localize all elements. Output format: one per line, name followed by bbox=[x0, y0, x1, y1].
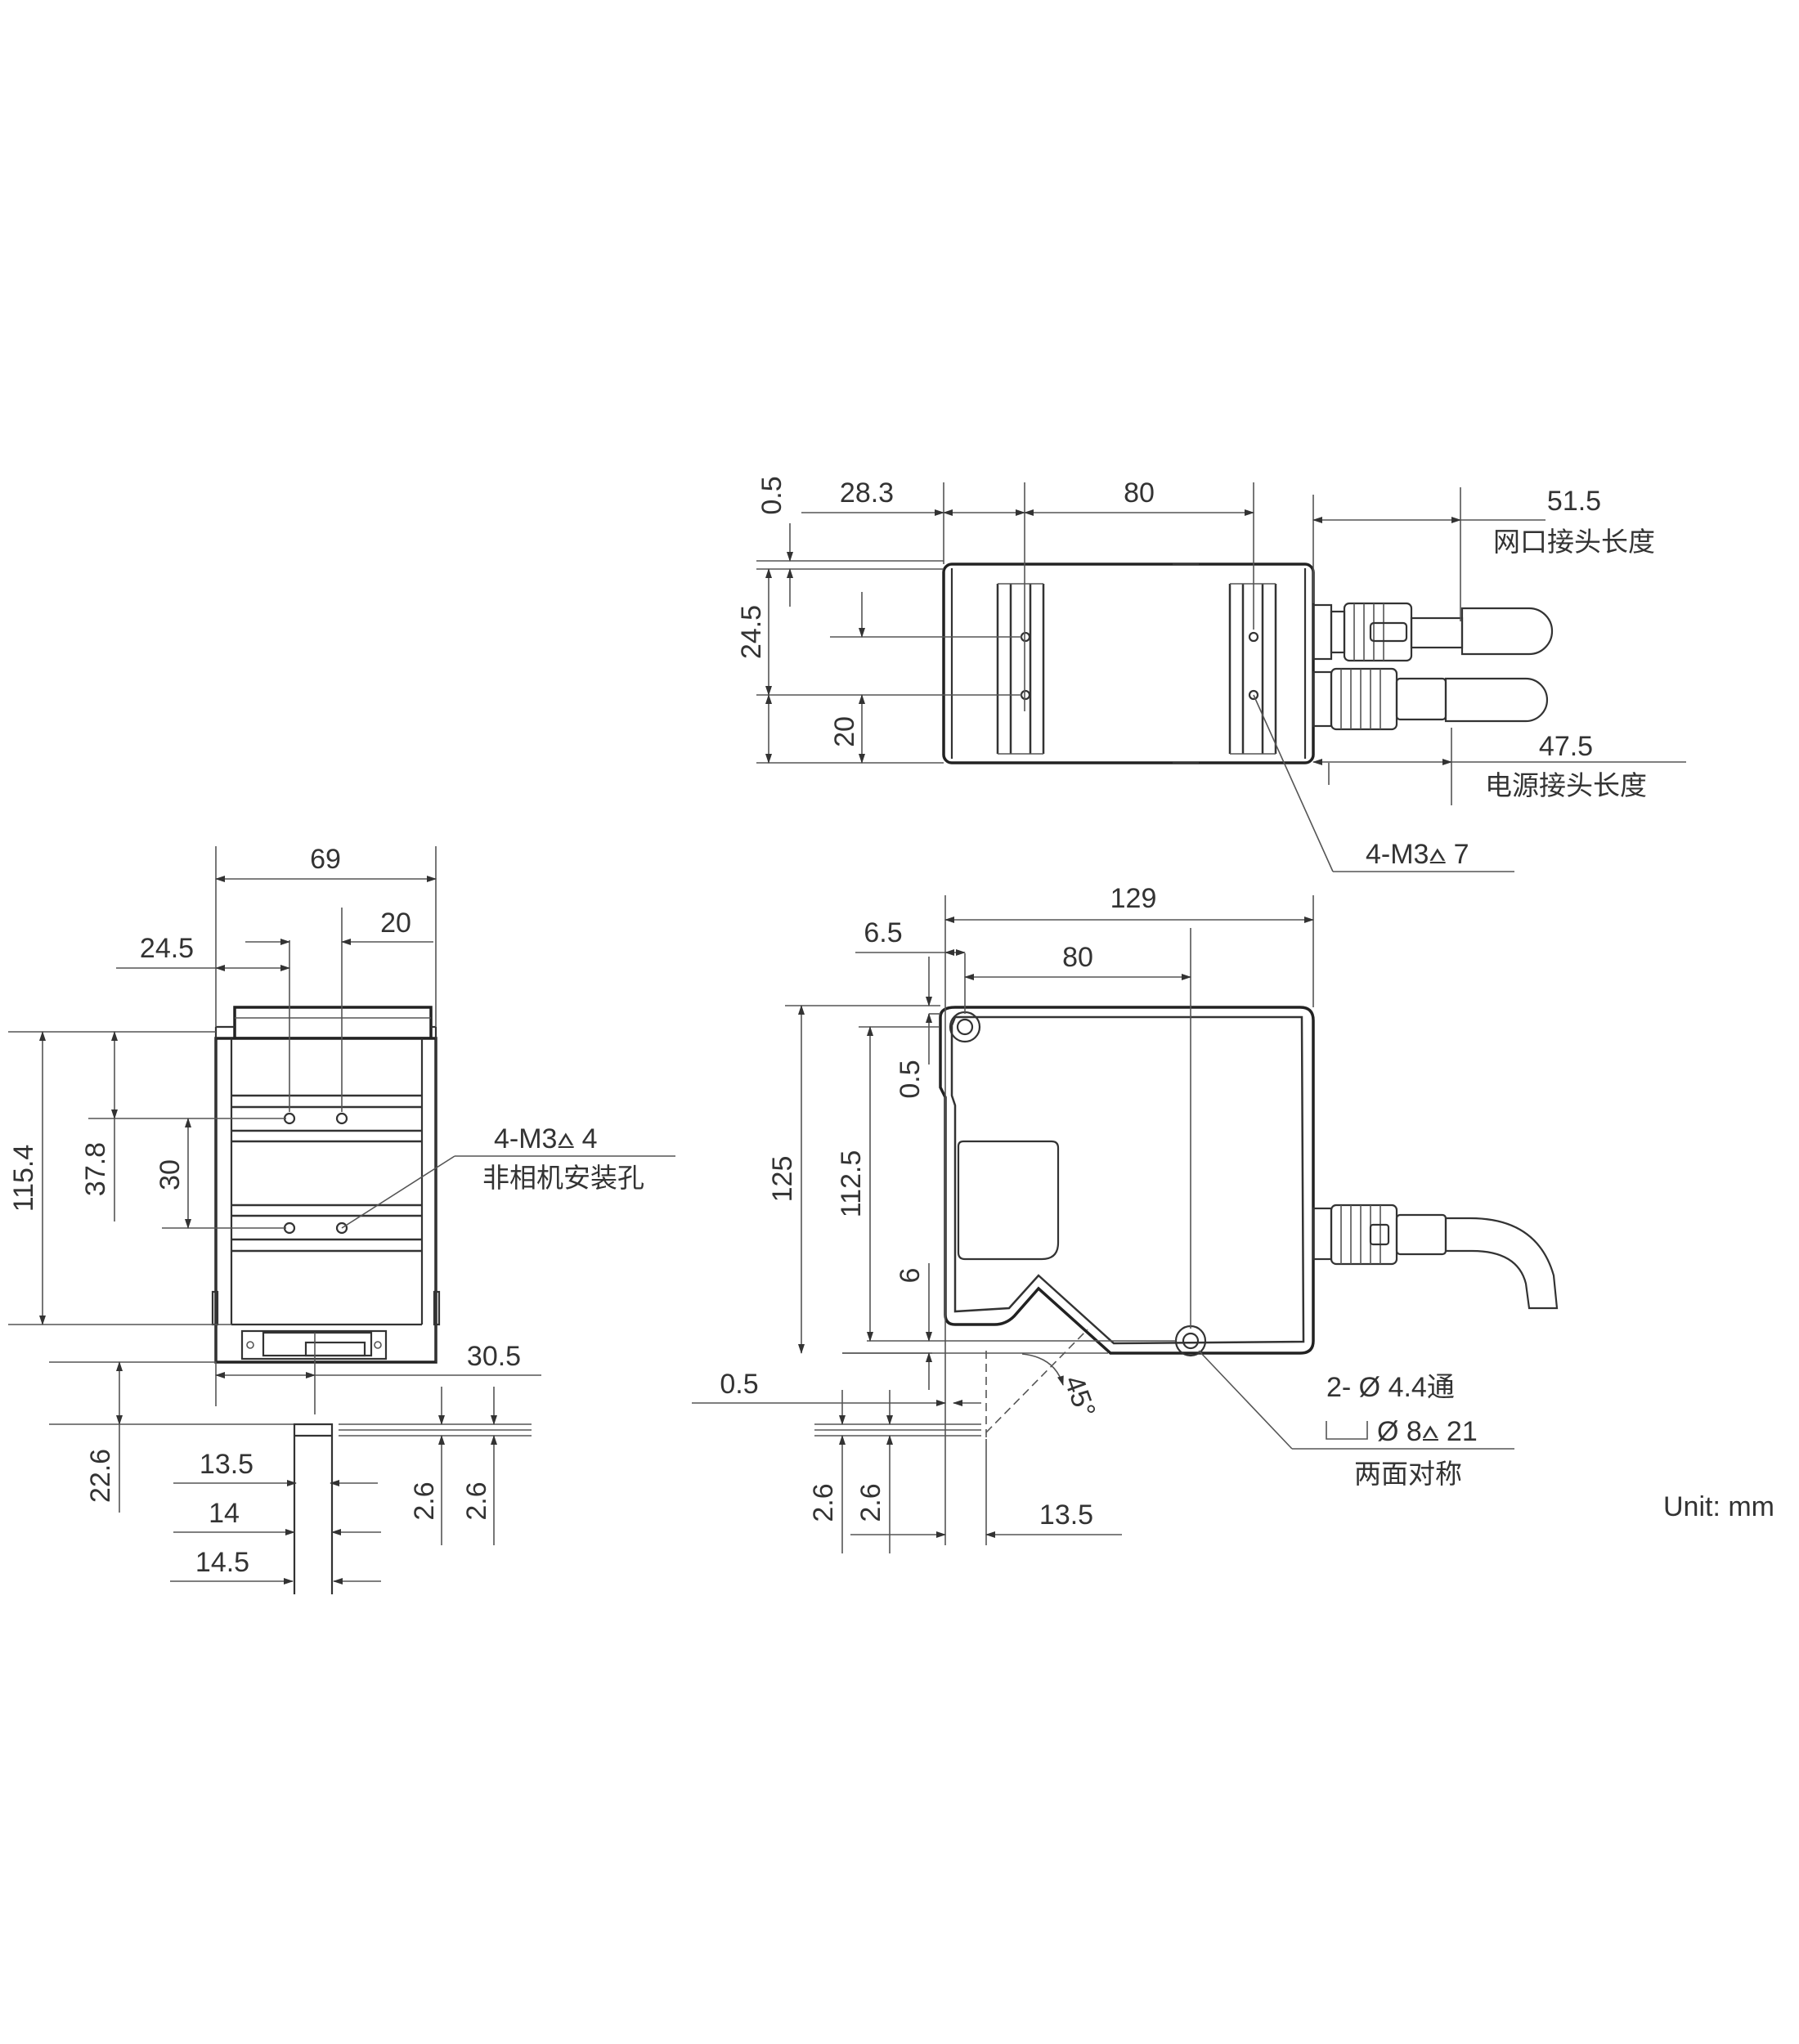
slot-detail bbox=[293, 1423, 532, 1594]
dim-20-side: 20 bbox=[380, 908, 411, 939]
dim-0-5-front-bottom: 0.5 bbox=[720, 1369, 758, 1400]
side-view-body bbox=[214, 1037, 437, 1364]
side-view: 69 20 24.5 115.4 37.8 30 4-M3⩟ 4 非相机安装孔 … bbox=[8, 844, 675, 1594]
top-view-body bbox=[942, 563, 1315, 764]
front-view-body bbox=[939, 1006, 1315, 1355]
dim-30: 30 bbox=[155, 1159, 186, 1190]
label-hole-spec-top: 4-M3⩟ 7 bbox=[1366, 839, 1469, 870]
power-connector bbox=[1312, 667, 1549, 731]
dim-0-5-front-top: 0.5 bbox=[895, 1060, 926, 1098]
dim-80-top: 80 bbox=[1124, 477, 1155, 509]
label-ethernet-length: 网口接头长度 bbox=[1493, 526, 1655, 558]
dim-2-6-side-b: 2.6 bbox=[461, 1481, 492, 1520]
dim-24-5-top: 24.5 bbox=[736, 605, 767, 659]
mount-hole bbox=[1248, 631, 1259, 643]
mount-hole bbox=[335, 1221, 348, 1235]
dim-69: 69 bbox=[310, 844, 341, 875]
top-view: 28.3 80 51.5 网口接头长度 47.5 电源接头长度 0.5 24.5… bbox=[736, 476, 1686, 872]
dim-47-5: 47.5 bbox=[1539, 731, 1593, 762]
dim-51-5: 51.5 bbox=[1547, 486, 1601, 517]
dim-13-5-side: 13.5 bbox=[200, 1449, 253, 1480]
front-view: 129 6.5 80 125 112.5 0.5 6 0.5 45° bbox=[692, 883, 1559, 1553]
label-non-camera-holes: 非相机安装孔 bbox=[482, 1162, 644, 1194]
label-through-hole: 2- Ø 4.4通 bbox=[1326, 1372, 1455, 1403]
dim-2-6-front-a: 2.6 bbox=[808, 1483, 839, 1522]
label-hole-spec-side: 4-M3⩟ 4 bbox=[494, 1123, 598, 1154]
dim-22-6: 22.6 bbox=[85, 1449, 116, 1503]
label-both-sides-symmetric: 两面对称 bbox=[1354, 1458, 1462, 1490]
dim-112-5: 112.5 bbox=[836, 1150, 867, 1218]
dim-6-5: 6.5 bbox=[864, 917, 902, 948]
mount-hole bbox=[1248, 689, 1259, 701]
dim-13-5-front: 13.5 bbox=[1039, 1499, 1093, 1531]
dim-0-5-top: 0.5 bbox=[756, 476, 787, 514]
label-counterbore: Ø 8⩟ 21 bbox=[1377, 1416, 1478, 1447]
dim-24-5-side: 24.5 bbox=[140, 933, 194, 964]
unit-label: Unit: mm bbox=[1663, 1491, 1774, 1522]
dim-2-6-front-b: 2.6 bbox=[855, 1483, 886, 1522]
dim-80-front: 80 bbox=[1062, 942, 1093, 973]
dim-20-top: 20 bbox=[829, 716, 860, 747]
dim-6: 6 bbox=[895, 1268, 926, 1284]
dim-115-4: 115.4 bbox=[8, 1145, 39, 1213]
dim-129: 129 bbox=[1110, 883, 1157, 914]
dim-14: 14 bbox=[209, 1498, 240, 1529]
side-connector bbox=[1312, 1204, 1559, 1310]
mount-hole bbox=[335, 1112, 348, 1125]
side-view-flange bbox=[233, 1006, 433, 1040]
dim-45-deg: 45° bbox=[1058, 1372, 1101, 1422]
dim-2-6-side-a: 2.6 bbox=[409, 1481, 440, 1520]
dim-14-5: 14.5 bbox=[195, 1547, 249, 1578]
dim-125: 125 bbox=[767, 1156, 798, 1203]
dim-28-3: 28.3 bbox=[840, 477, 894, 509]
ethernet-connector bbox=[1312, 602, 1554, 662]
dim-30-5: 30.5 bbox=[467, 1341, 521, 1372]
dim-37-8: 37.8 bbox=[80, 1142, 111, 1196]
counterbore-symbol bbox=[1326, 1421, 1368, 1440]
label-power-length: 电源接头长度 bbox=[1485, 769, 1647, 801]
laser-window bbox=[957, 1140, 1060, 1261]
